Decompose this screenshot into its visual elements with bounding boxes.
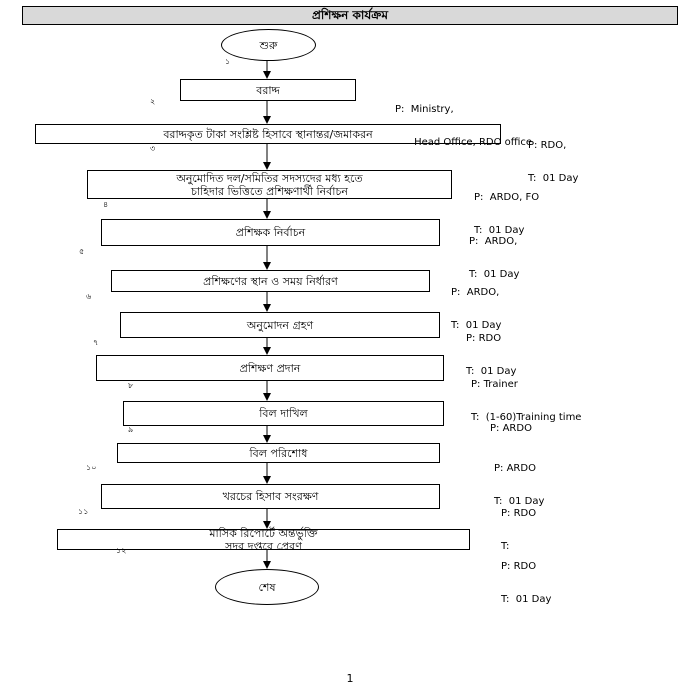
step-4-number: ৪ [103,200,109,209]
step-1-note-line-2: Head Office, RDO office [395,137,533,148]
step-10-note-line-1: P: RDO [501,508,537,519]
step-1-note-line-1: P: Ministry, [395,104,454,115]
step-7-note-line-2: T: (1-60)Training time [471,412,582,423]
step-10-box: খরচের হিসাব সংরক্ষণ [101,484,440,509]
step-5-box: প্রশিক্ষণের স্থান ও সময় নির্ধারণ [111,270,430,292]
step-4-note: P: ARDO, T: 01 Day [469,214,519,291]
step-11-number: ১১ [78,507,89,516]
step-4-line-1: প্রশিক্ষক নির্বাচন [235,226,306,239]
step-9-line-1: বিল পরিশোধ [249,446,308,460]
step-1-box: বরাদ্দ [180,79,356,101]
step-1-number: ১ [225,57,231,66]
step-1-note: P: Ministry, Head Office, RDO office [395,82,532,159]
step-2-number: ২ [150,97,156,106]
step-10-line-1: খরচের হিসাব সংরক্ষণ [222,490,319,503]
step-9-note-line-2: T: 01 Day [494,496,545,507]
step-8-note-line-1: P: ARDO [490,423,532,434]
step-7-line-1: প্রশিক্ষণ প্রদান [239,361,301,375]
step-5-line-1: প্রশিক্ষণের স্থান ও সময় নির্ধারণ [203,274,338,288]
end-label: শেষ [258,580,276,594]
step-11-box: মাসিক রিপোর্টে অন্তর্ভুক্তি সদর দপ্তরে প… [57,526,470,553]
step-6-box: অনুমোদন গ্রহণ [120,312,440,338]
step-3-number: ৩ [150,144,156,153]
step-3-note-line-1: P: ARDO, FO [474,192,540,203]
step-3-line-1: অনুমোদিত দল/সমিতির সদস্যদের মধ্য হতে [176,171,363,185]
step-2-box: বরাদ্দকৃত টাকা সংশ্লিষ্ট হিসাবে স্থানান্… [35,124,501,144]
step-8-note: P: ARDO [490,401,532,445]
step-2-line-1: বরাদ্দকৃত টাকা সংশ্লিষ্ট হিসাবে স্থানান্… [163,127,373,141]
step-7-note-line-1: P: Trainer [471,379,518,390]
page-title: প্রশিক্ষন কার্যক্রম [22,6,678,25]
step-11-note-line-2: T: 01 Day [501,594,552,605]
step-7-number: ৭ [93,338,99,347]
step-6-note-line-2: T: 01 Day [466,366,517,377]
step-3-box: অনুমোদিত দল/সমিতির সদস্যদের মধ্য হতে চাহ… [87,170,452,199]
step-4-note-line-1: P: ARDO, [469,236,518,247]
step-11-note: P: RDO T: 01 Day [501,539,551,616]
start-node: শুরু [221,29,316,61]
step-11-line-1: মাসিক রিপোর্টে অন্তর্ভুক্তি [209,526,318,540]
step-9-box: বিল পরিশোধ [117,443,440,463]
step-2-note: P: RDO, T: 01 Day [528,118,578,195]
step-1-line-1: বরাদ্দ [256,83,280,97]
step-9-note-line-1: P: ARDO [494,463,536,474]
step-7-note: P: Trainer T: (1-60)Training time [471,357,581,434]
step-6-number: ৬ [86,292,92,301]
step-8-line-1: বিল দাখিল [259,407,308,420]
step-5-note: P: ARDO, T: 01 Day [451,265,501,342]
step-9-number: ৯ [128,425,134,434]
step-5-number: ৫ [79,247,85,256]
step-10-number: ১০ [86,463,97,472]
start-label: শুরু [259,38,278,52]
step-3-line-2: চাহিদার ভিত্তিতে প্রশিক্ষণার্থী নির্বাচন [190,184,348,198]
page-number: 1 [346,672,354,685]
step-6-note: P: RDO T: 01 Day [466,311,516,388]
step-6-note-line-1: P: RDO [466,333,502,344]
end-node: শেষ [215,569,319,605]
step-5-note-line-2: T: 01 Day [451,320,502,331]
step-11-line-2: সদর দপ্তরে প্রেরণ [225,539,302,553]
step-8-box: বিল দাখিল [123,401,444,426]
step-9-note: P: ARDO T: 01 Day [494,441,544,518]
step-5-note-line-1: P: ARDO, [451,287,500,298]
step-7-box: প্রশিক্ষণ প্রদান [96,355,444,381]
step-6-line-1: অনুমোদন গ্রহণ [246,318,314,332]
step-11-note-line-1: P: RDO [501,561,537,572]
step-10-note-line-2: T: [501,541,510,552]
step-8-number: ৮ [128,381,134,390]
step-4-box: প্রশিক্ষক নির্বাচন [101,219,440,246]
step-3-note: P: ARDO, FO T: 01 Day [474,170,539,247]
step-2-note-line-2: T: 01 Day [528,173,579,184]
step-12-number: ১২ [116,546,127,555]
step-2-note-line-1: P: RDO, [528,140,567,151]
step-4-note-line-2: T: 01 Day [469,269,520,280]
step-3-note-line-2: T: 01 Day [474,225,525,236]
step-10-note: P: RDO T: [501,486,536,563]
